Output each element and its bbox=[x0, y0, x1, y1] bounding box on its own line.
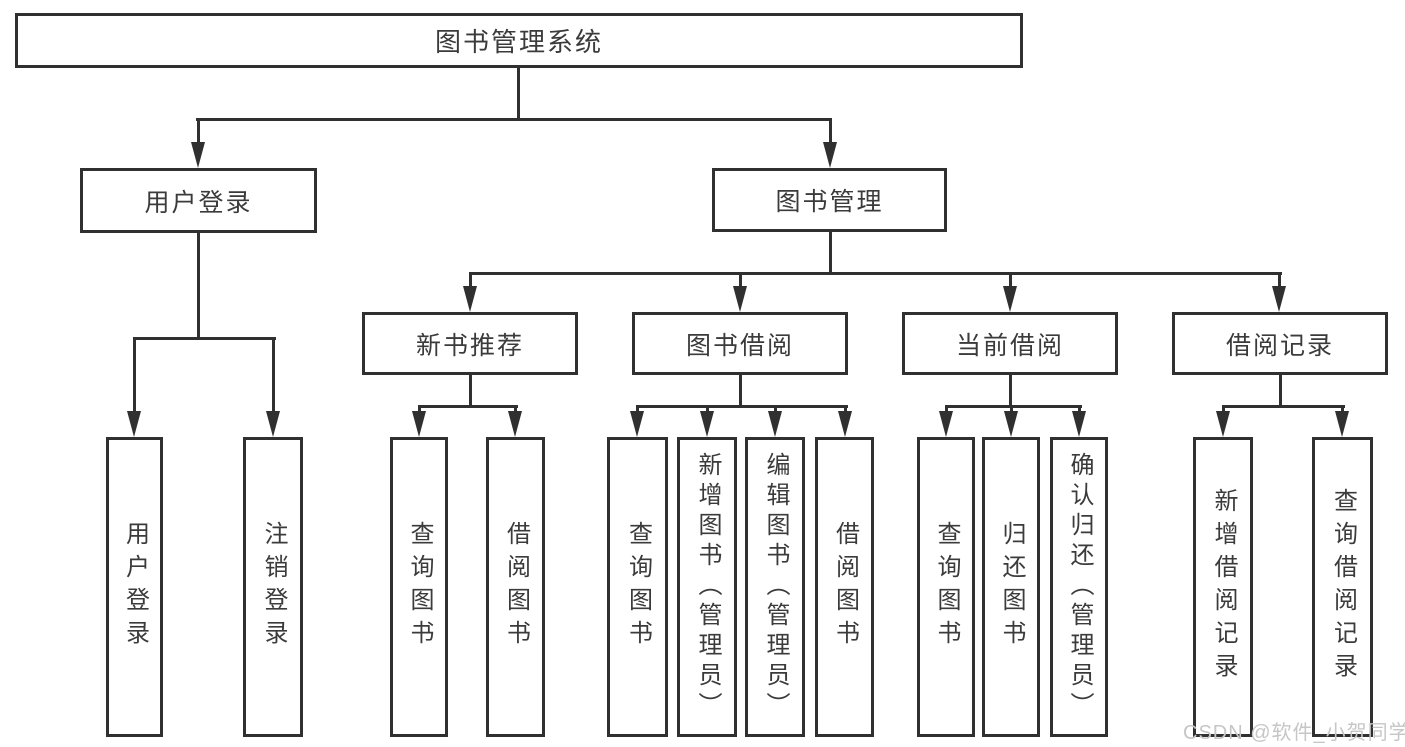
leaf-add-books-admin: 新增图书（管理员） bbox=[677, 437, 737, 737]
connector-line bbox=[636, 405, 848, 408]
connector-line bbox=[636, 405, 639, 413]
node-label: 当前借阅 bbox=[955, 331, 1064, 360]
node-label: 查询借阅记录 bbox=[1329, 488, 1357, 686]
node-label: 图书管理 bbox=[775, 188, 884, 216]
arrow-down-icon bbox=[939, 411, 953, 437]
node-label: 图书管理系统 bbox=[434, 27, 603, 57]
node-label: 新增图书（管理员） bbox=[694, 452, 721, 722]
connector-line bbox=[945, 405, 1082, 408]
node-book-borrowing: 图书借阅 bbox=[632, 312, 848, 375]
connector-line bbox=[945, 405, 948, 413]
node-user-login-module: 用户登录 bbox=[80, 168, 317, 233]
connector-line bbox=[469, 272, 472, 288]
connector-line bbox=[1279, 375, 1282, 408]
node-label: 归还图书 bbox=[998, 521, 1025, 653]
arrow-down-icon bbox=[1072, 411, 1086, 437]
connector-line bbox=[829, 118, 832, 144]
connector-line bbox=[514, 405, 517, 413]
node-label: 查询图书 bbox=[624, 521, 652, 653]
leaf-user-login: 用户登录 bbox=[106, 437, 163, 737]
leaf-borrow-books-borrowing: 借阅图书 bbox=[815, 437, 874, 737]
node-label: 新增借阅记录 bbox=[1210, 488, 1237, 686]
leaf-return-books: 归还图书 bbox=[982, 437, 1040, 737]
leaf-query-books-recommend: 查询图书 bbox=[390, 437, 448, 737]
node-label: 借阅记录 bbox=[1225, 331, 1334, 360]
arrow-down-icon bbox=[127, 411, 141, 437]
arrow-down-icon bbox=[1335, 411, 1349, 437]
node-label: 借阅图书 bbox=[831, 521, 859, 653]
leaf-edit-books-admin: 编辑图书（管理员） bbox=[745, 437, 805, 737]
connector-line bbox=[1222, 405, 1345, 408]
arrow-down-icon bbox=[1216, 411, 1230, 437]
node-label: 用户登录 bbox=[121, 521, 149, 653]
csdn-watermark: CSDN @软件_小贺同学 bbox=[1183, 722, 1405, 744]
leaf-logout: 注销登录 bbox=[243, 437, 303, 737]
connector-line bbox=[829, 232, 832, 275]
connector-line bbox=[418, 405, 518, 408]
connector-line bbox=[133, 337, 276, 340]
node-label: 新书推荐 bbox=[415, 331, 524, 360]
node-label: 注销登录 bbox=[260, 521, 287, 653]
connector-line bbox=[469, 375, 472, 408]
connector-line bbox=[469, 272, 1282, 275]
connector-line bbox=[1341, 405, 1344, 413]
arrow-down-icon bbox=[823, 142, 837, 168]
connector-line bbox=[739, 375, 742, 408]
connector-line bbox=[1222, 405, 1225, 413]
connector-line bbox=[517, 68, 520, 121]
node-current-borrowing: 当前借阅 bbox=[902, 312, 1118, 375]
connector-line bbox=[418, 405, 421, 413]
leaf-query-borrow-record: 查询借阅记录 bbox=[1312, 437, 1373, 737]
arrow-down-icon bbox=[508, 411, 522, 437]
connector-line bbox=[272, 337, 275, 413]
arrow-down-icon bbox=[463, 286, 477, 312]
arrow-down-icon bbox=[838, 411, 852, 437]
node-label: 图书借阅 bbox=[685, 331, 794, 360]
connector-line bbox=[196, 118, 832, 121]
leaf-borrow-books-recommend: 借阅图书 bbox=[486, 437, 545, 737]
arrow-down-icon bbox=[412, 411, 426, 437]
leaf-confirm-return-admin: 确认归还（管理员） bbox=[1050, 437, 1108, 737]
node-new-book-recommend: 新书推荐 bbox=[362, 312, 578, 375]
connector-line bbox=[1078, 405, 1081, 413]
arrow-down-icon bbox=[1272, 286, 1286, 312]
connector-line bbox=[706, 405, 709, 413]
arrow-down-icon bbox=[1004, 411, 1018, 437]
node-borrowing-records: 借阅记录 bbox=[1172, 312, 1388, 375]
connector-line bbox=[1010, 405, 1013, 413]
connector-line bbox=[197, 233, 200, 340]
arrow-down-icon bbox=[768, 411, 782, 437]
leaf-add-borrow-record: 新增借阅记录 bbox=[1193, 437, 1253, 737]
node-label: 编辑图书（管理员） bbox=[762, 452, 789, 722]
leaf-query-books-current: 查询图书 bbox=[917, 437, 975, 737]
node-label: 借阅图书 bbox=[502, 521, 530, 653]
node-label: 查询图书 bbox=[406, 521, 433, 653]
arrow-down-icon bbox=[266, 411, 280, 437]
connector-line bbox=[197, 118, 200, 144]
node-book-management: 图书管理 bbox=[712, 168, 947, 232]
connector-line bbox=[844, 405, 847, 413]
leaf-query-books-borrowing: 查询图书 bbox=[607, 437, 668, 737]
connector-line bbox=[739, 272, 742, 288]
connector-line bbox=[1009, 272, 1012, 288]
connector-line bbox=[133, 337, 136, 413]
connector-line bbox=[774, 405, 777, 413]
connector-line bbox=[1278, 272, 1281, 288]
node-label: 确认归还（管理员） bbox=[1066, 452, 1093, 722]
arrow-down-icon bbox=[630, 411, 644, 437]
node-label: 查询图书 bbox=[933, 521, 960, 653]
arrow-down-icon bbox=[191, 142, 205, 168]
arrow-down-icon bbox=[733, 286, 747, 312]
arrow-down-icon bbox=[1003, 286, 1017, 312]
node-library-management-system: 图书管理系统 bbox=[15, 13, 1023, 68]
connector-line bbox=[1009, 375, 1012, 408]
node-label: 用户登录 bbox=[144, 188, 253, 217]
arrow-down-icon bbox=[700, 411, 714, 437]
